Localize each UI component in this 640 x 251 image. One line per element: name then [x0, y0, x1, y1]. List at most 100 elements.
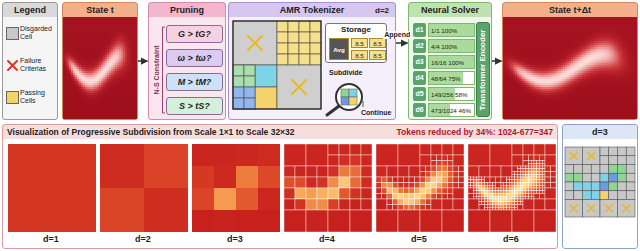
level-row: d5149/256 58%	[412, 86, 474, 100]
level-row: d11/1 100%	[412, 22, 474, 36]
grid-cell	[255, 65, 277, 87]
grid-cell	[277, 43, 288, 54]
grid-cell	[310, 21, 321, 32]
grid-cell	[233, 65, 244, 76]
grid-cell	[244, 76, 255, 87]
criterion-text: ω > tω?	[167, 50, 222, 66]
panel-title: Neural Solver	[409, 3, 491, 17]
level-row: d24/4 100%	[412, 38, 474, 52]
legend-panel: LegendDisgarded CellFailure CriteriasPas…	[2, 2, 58, 120]
grid-outline	[233, 21, 321, 109]
legend-item: Failure Criterias	[3, 57, 57, 85]
value-cell: 8.5	[351, 50, 368, 60]
grid-cell	[233, 65, 255, 87]
grid-cell	[244, 65, 255, 76]
criterion-text: M > tM?	[167, 74, 222, 90]
grid-cell	[244, 98, 255, 109]
tokenizer-panel: AMR TokenizerStorageAvg8.58.58.58.5d=2Su…	[228, 2, 396, 120]
grid-cell	[233, 21, 277, 65]
step-label: Continue	[361, 109, 391, 117]
grid-cell	[277, 65, 321, 109]
state-panel: State t+Δt	[502, 2, 638, 120]
panel-title: AMR Tokenizer	[229, 3, 395, 17]
level-tag: d2	[413, 39, 426, 53]
panel-title: Pruning	[149, 3, 225, 17]
value-cell: 8.5	[369, 38, 386, 48]
grid-cell	[255, 87, 277, 109]
zoomed-cell	[341, 89, 349, 97]
magnifier-handle	[327, 106, 339, 115]
level-tag: d6	[413, 103, 426, 117]
legend-swatch	[6, 91, 19, 104]
solver-panel: Neural Solverd11/1 100%d24/4 100%d316/16…	[408, 2, 492, 120]
field-cell	[135, 117, 137, 119]
field-image	[63, 17, 137, 119]
grid-cell	[299, 43, 310, 54]
grid-cell	[310, 32, 321, 43]
avg-label: Avg	[329, 38, 349, 60]
level-text: 473/1024 46%	[428, 103, 475, 117]
grid-cell	[288, 21, 299, 32]
legend-swatch	[6, 27, 19, 40]
flow-arrow	[492, 60, 502, 62]
panel-title: State t	[63, 3, 137, 17]
value-cell: 8.5	[351, 38, 368, 48]
grid-cell	[310, 43, 321, 54]
level-tag: d3	[413, 55, 426, 69]
grid-cell	[310, 54, 321, 65]
depth-label: d=2	[375, 5, 389, 17]
continue-arrow	[363, 101, 364, 107]
criterion-box: ω > tω?	[166, 49, 223, 67]
grid-cell	[277, 32, 288, 43]
level-tag: d4	[413, 71, 426, 85]
magnifier-lens	[336, 84, 362, 110]
zoomed-cell	[349, 89, 357, 97]
criterion-box: M > tM?	[166, 73, 223, 91]
flow-arrow	[138, 60, 148, 62]
level-text: 4/4 100%	[428, 39, 475, 53]
grid-cell	[288, 43, 299, 54]
legend-symbol	[6, 59, 19, 72]
level-tag: d1	[413, 23, 426, 37]
grid-cell	[277, 54, 288, 65]
level-text: 149/256 58%	[428, 87, 475, 101]
grid-cell	[233, 98, 244, 109]
legend-item: Disgarded Cell	[3, 25, 57, 53]
cross-mark	[292, 80, 306, 94]
level-row: d448/64 75%	[412, 70, 474, 84]
level-text: 1/1 100%	[428, 23, 475, 37]
criterion-text: G > tG?	[167, 26, 222, 42]
state-panel: State t	[62, 2, 138, 120]
level-text: 16/16 100%	[428, 55, 475, 69]
criterion-box: S > tS?	[166, 97, 223, 115]
constraint-label: N-S Constraint	[153, 46, 161, 95]
grid-cell	[299, 32, 310, 43]
encoder-label: Transformer Encoder	[478, 29, 487, 110]
legend-text: Passing Cells	[20, 89, 57, 105]
pruning-panel: Pruning G > tG? ω > tω? M > tM? S > tS? N-S C…	[148, 2, 226, 120]
cross-mark	[248, 36, 262, 50]
grid-cell	[288, 54, 299, 65]
legend-text: Disgarded Cell	[20, 25, 57, 41]
grid-cell	[288, 32, 299, 43]
encoder-box: Transformer Encoder	[476, 22, 490, 117]
storage-title: Storage	[326, 25, 386, 34]
level-tag: d5	[413, 87, 426, 101]
grid-cell	[233, 87, 244, 98]
grid-cell	[299, 21, 310, 32]
legend-item: Passing Cells	[3, 89, 57, 117]
field-image	[503, 17, 637, 119]
zoomed-cell	[349, 97, 357, 105]
level-row: d316/16 100%	[412, 54, 474, 68]
grid-cell	[277, 21, 288, 32]
grid-cell	[233, 76, 244, 87]
storage-box: StorageAvg8.58.58.58.5	[325, 23, 387, 63]
zoomed-cell	[341, 97, 349, 105]
value-cell: 8.5	[369, 50, 386, 60]
criterion-box: G > tG?	[166, 25, 223, 43]
grid-cell	[233, 87, 255, 109]
grid-cell	[244, 87, 255, 98]
cross-mark	[8, 61, 17, 70]
step-label: Subdivide	[329, 69, 362, 77]
